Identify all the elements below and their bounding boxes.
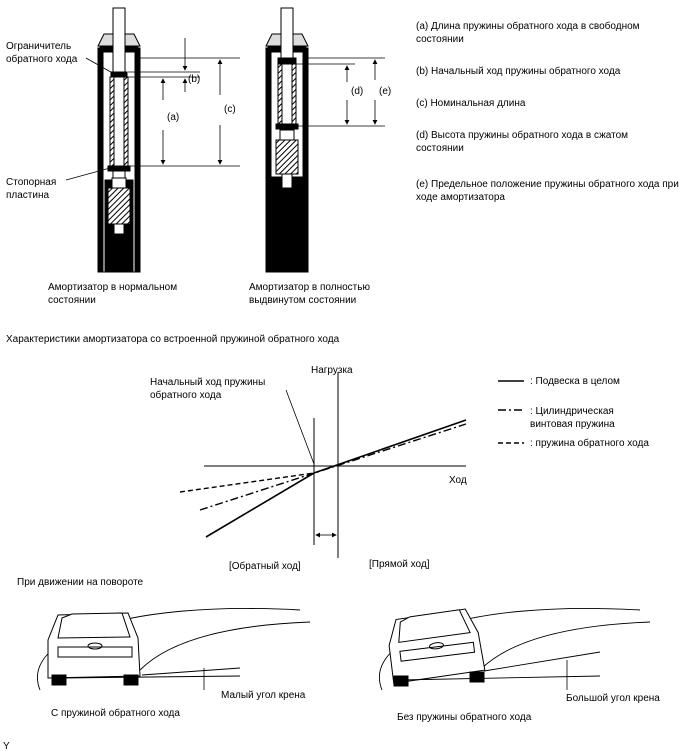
car-without-rebound-spring (379, 608, 651, 691)
legend-dashdot-label: : Цилиндрическая винтовая пружина (530, 406, 615, 430)
car-with-rebound-spring (37, 608, 311, 691)
rebound-stroke-label: [Обратный ход] (229, 561, 301, 572)
label-stopper-plate: Стопорная пластина (6, 177, 57, 201)
caption-with-spring: С пружиной обратного хода (51, 708, 180, 719)
x-axis-label: Ход (449, 475, 467, 486)
label-rebound-stopper: Ограничитель обратного хода (6, 41, 78, 65)
caption-normal: Амортизатор в нормальном состоянии (48, 282, 178, 306)
dim-e-label: (e) (379, 86, 392, 97)
characteristics-graph (179, 372, 524, 558)
legend-dashed-label: : пружина обратного хода (530, 438, 649, 449)
initial-stroke-label: Начальный ход пружины обратного хода (150, 377, 266, 401)
dimension-lines-left (65, 38, 240, 181)
small-roll-angle-label: Малый угол крена (221, 690, 306, 701)
compression-stroke-label: [Прямой ход] (369, 559, 430, 570)
legend-item-a: (a) Длина пружины обратного хода в свобо… (416, 21, 640, 45)
large-roll-angle-label: Большой угол крена (566, 693, 660, 704)
caption-without-spring: Без пружины обратного хода (397, 712, 532, 723)
dim-a-label: (a) (167, 112, 180, 123)
legend-item-b: (b) Начальный ход пружины обратного хода (416, 66, 621, 77)
legend-item-d: (d) Высота пружины обратного хода в сжат… (416, 130, 629, 154)
corner-mark: Y (3, 741, 10, 752)
shock-absorber-extended (265, 7, 309, 273)
dimension-lines-right (296, 57, 385, 127)
caption-extended: Амортизатор в полностью выдвинутом состо… (249, 282, 370, 306)
legend-solid-label: : Подвеска в целом (530, 376, 620, 387)
dim-b-label: (b) (188, 74, 201, 85)
dim-d-label: (d) (351, 86, 364, 97)
y-axis-label: Нагрузка (311, 365, 353, 376)
graph-section-title: Характеристики амортизатора со встроенно… (6, 334, 340, 345)
dim-c-label: (c) (224, 104, 236, 115)
cornering-title: При движении на повороте (17, 577, 144, 588)
legend-item-c: (c) Номинальная длина (416, 98, 526, 109)
legend-item-e: (e) Предельное положение пружины обратно… (416, 179, 679, 203)
shock-absorber-normal (97, 7, 141, 273)
